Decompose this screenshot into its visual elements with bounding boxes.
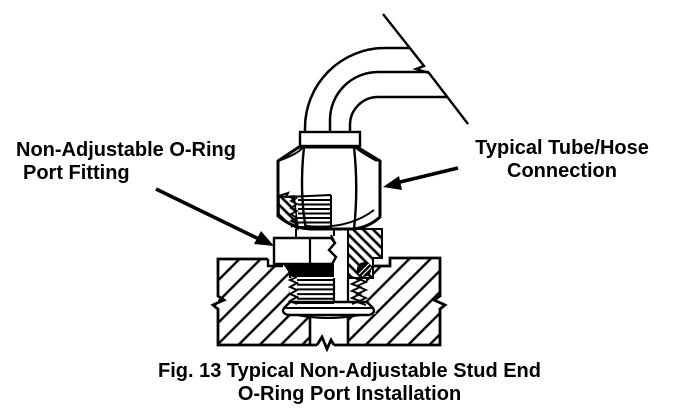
tube-hose-assembly <box>298 46 447 148</box>
right-label-arrow <box>383 166 459 190</box>
label-tube-hose-line1: Typical Tube/Hose <box>475 137 649 159</box>
tube-break-symbol <box>382 13 469 125</box>
port-hatching-left <box>218 259 310 345</box>
stud-threads-left <box>287 276 334 305</box>
counterbore-step <box>266 259 283 268</box>
tube-collar <box>298 130 362 148</box>
tube-inner-line <box>348 95 447 133</box>
port-block-cross-section <box>210 256 448 353</box>
figure-caption-line2: O-Ring Port Installation <box>237 383 462 405</box>
label-port-fitting-line2: Port Fitting <box>23 162 130 184</box>
figure-caption: Fig. 13 Typical Non-Adjustable Stud End … <box>0 360 699 406</box>
stud-wall-section <box>347 228 383 279</box>
port-passage <box>308 315 350 345</box>
nut-thread-cutaway <box>278 191 332 231</box>
stud-bore-lines <box>332 278 350 302</box>
port-fitting-hex <box>272 229 338 266</box>
o-ring-seal-section <box>356 262 372 277</box>
label-tube-hose-line2: Connection <box>507 160 617 182</box>
left-label-arrow <box>155 187 274 246</box>
o-ring-seal <box>283 264 334 277</box>
label-port-fitting-line1: Non-Adjustable O-Ring <box>16 139 236 161</box>
port-hatching-right <box>348 258 440 345</box>
stud-threads-right <box>349 276 369 306</box>
stud-end-flare <box>281 300 376 319</box>
label-tube-hose: Typical Tube/Hose Connection <box>458 137 666 183</box>
label-port-fitting: Non-Adjustable O-Ring Port Fitting <box>16 139 236 185</box>
tube-middle-line <box>328 70 429 133</box>
port-outline <box>210 256 448 353</box>
tube-outer-line <box>303 46 410 133</box>
figure-caption-line1: Fig. 13 Typical Non-Adjustable Stud End <box>158 360 541 382</box>
